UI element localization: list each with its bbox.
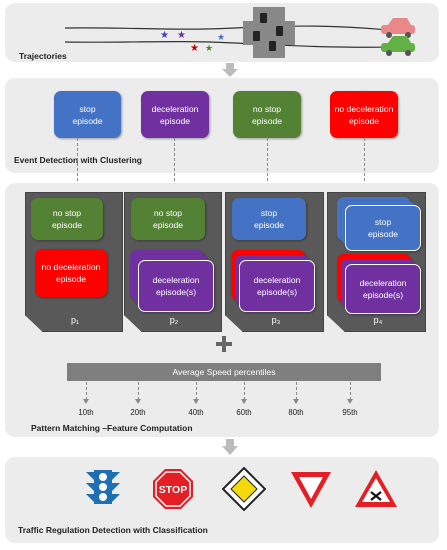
trajectory-line — [64, 41, 401, 48]
arrowhead — [83, 399, 89, 404]
stop-episode-box: stop episode — [54, 91, 121, 138]
percentile-label: 80th — [288, 408, 304, 417]
dashed-arrow — [86, 382, 87, 400]
percentile-label: 95th — [342, 408, 358, 417]
no-stop-episode-box: no stop episode — [233, 91, 301, 138]
dashed-arrow — [350, 382, 351, 400]
no-stop-episode-box: no stop episode — [131, 198, 205, 240]
dashed-arrow — [364, 138, 365, 186]
deceleration-episodes-box: deceleration episode(s) — [345, 264, 421, 314]
star-icon: ★ — [205, 44, 213, 54]
dashed-arrow — [174, 138, 175, 186]
yield-sign-icon — [291, 472, 331, 508]
stop-episodes-box: stop episode — [345, 205, 421, 251]
speed-percentile-bar: Average Speed percentiles — [67, 363, 381, 381]
percentile-label: 10th — [78, 408, 94, 417]
arrowhead — [135, 399, 141, 404]
stop-sign-text: STOP — [159, 484, 187, 496]
pattern-label-p1: p₁ — [70, 315, 80, 325]
arrowhead — [293, 399, 299, 404]
no-stop-episode-box: no stop episode — [31, 198, 103, 240]
deceleration-episode-box: deceleration episode — [141, 91, 209, 138]
section-label-trajectories: Trajectories — [19, 51, 67, 61]
priority-road-sign-icon — [222, 467, 266, 511]
pattern-label-p4: p₄ — [373, 315, 383, 325]
dashed-arrow — [138, 382, 139, 400]
pattern-label-p2: p₂ — [169, 315, 179, 325]
star-icon: ★ — [177, 30, 186, 41]
star-icon: ★ — [217, 33, 225, 43]
percentile-label: 40th — [188, 408, 204, 417]
stop-episode-box: stop episode — [232, 198, 306, 240]
car-icon — [381, 36, 415, 56]
traffic-light-icon — [253, 13, 283, 51]
traffic-light-icon — [86, 470, 120, 504]
trajectories-panel — [5, 3, 439, 62]
pattern-label-p3: p₃ — [271, 315, 281, 325]
section-label-pattern-matching: Pattern Matching –Feature Computation — [31, 423, 193, 433]
arrowhead — [347, 399, 353, 404]
dashed-arrow — [296, 382, 297, 400]
flow-arrow — [222, 439, 238, 455]
dashed-arrow — [267, 138, 268, 186]
percentile-label: 60th — [236, 408, 252, 417]
no-deceleration-episode-box: no deceleration episode — [35, 249, 107, 297]
no-deceleration-episode-box: no deceleration episode — [330, 91, 398, 138]
plus-icon — [222, 336, 226, 352]
trajectories-illustration: ★ ★ ★ ★ ★ — [64, 7, 415, 58]
deceleration-episodes-box: deceleration episode(s) — [138, 260, 214, 312]
dashed-arrow — [196, 382, 197, 400]
trajectory-line — [64, 25, 401, 32]
arrowhead — [241, 399, 247, 404]
flow-arrow — [222, 63, 238, 77]
intersection-warning-sign-icon — [355, 470, 397, 507]
section-label-classification: Traffic Regulation Detection with Classi… — [18, 525, 208, 535]
stop-sign-icon: STOP — [153, 469, 193, 509]
star-icon: ★ — [160, 30, 169, 41]
intersection — [243, 21, 295, 45]
section-label-event-detection: Event Detection with Clustering — [14, 155, 142, 165]
arrowhead — [193, 399, 199, 404]
speed-bar-label: Average Speed percentiles — [172, 367, 276, 377]
percentile-label: 20th — [130, 408, 146, 417]
deceleration-episodes-box: deceleration episode(s) — [239, 260, 315, 312]
dashed-arrow — [77, 138, 78, 186]
dashed-arrow — [244, 382, 245, 400]
star-icon: ★ — [190, 43, 199, 54]
car-icon — [381, 18, 415, 38]
